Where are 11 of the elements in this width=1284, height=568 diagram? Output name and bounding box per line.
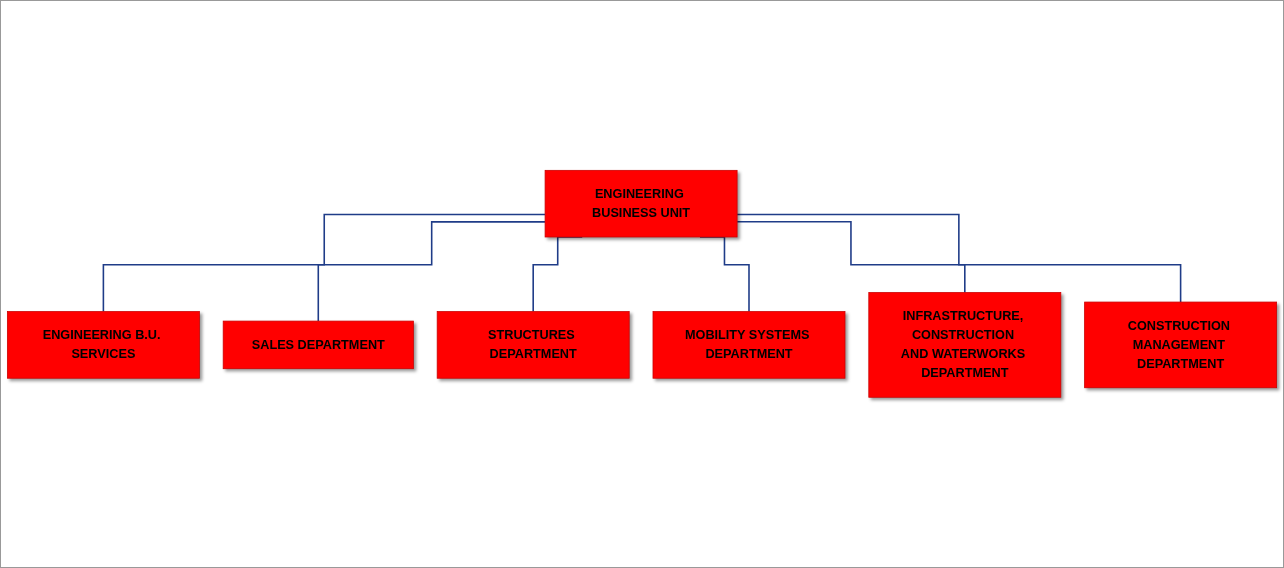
node-box: SALES DEPARTMENT — [222, 320, 414, 370]
node-box: CONSTRUCTION MANAGEMENT DEPARTMENT — [1084, 301, 1277, 389]
connector — [102, 213, 546, 313]
connector — [736, 221, 966, 294]
connector — [317, 221, 546, 323]
connector — [736, 213, 1182, 304]
node-box: MOBILITY SYSTEMS DEPARTMENT — [652, 311, 846, 379]
node-box: ENGINEERING B.U. SERVICES — [7, 311, 200, 379]
node-box: ENGINEERING BUSINESS UNIT — [544, 170, 738, 238]
node-box: STRUCTURES DEPARTMENT — [436, 311, 630, 379]
node-box: INFRASTRUCTURE, CONSTRUCTION AND WATERWORKS DEPARTMENT — [868, 292, 1062, 398]
